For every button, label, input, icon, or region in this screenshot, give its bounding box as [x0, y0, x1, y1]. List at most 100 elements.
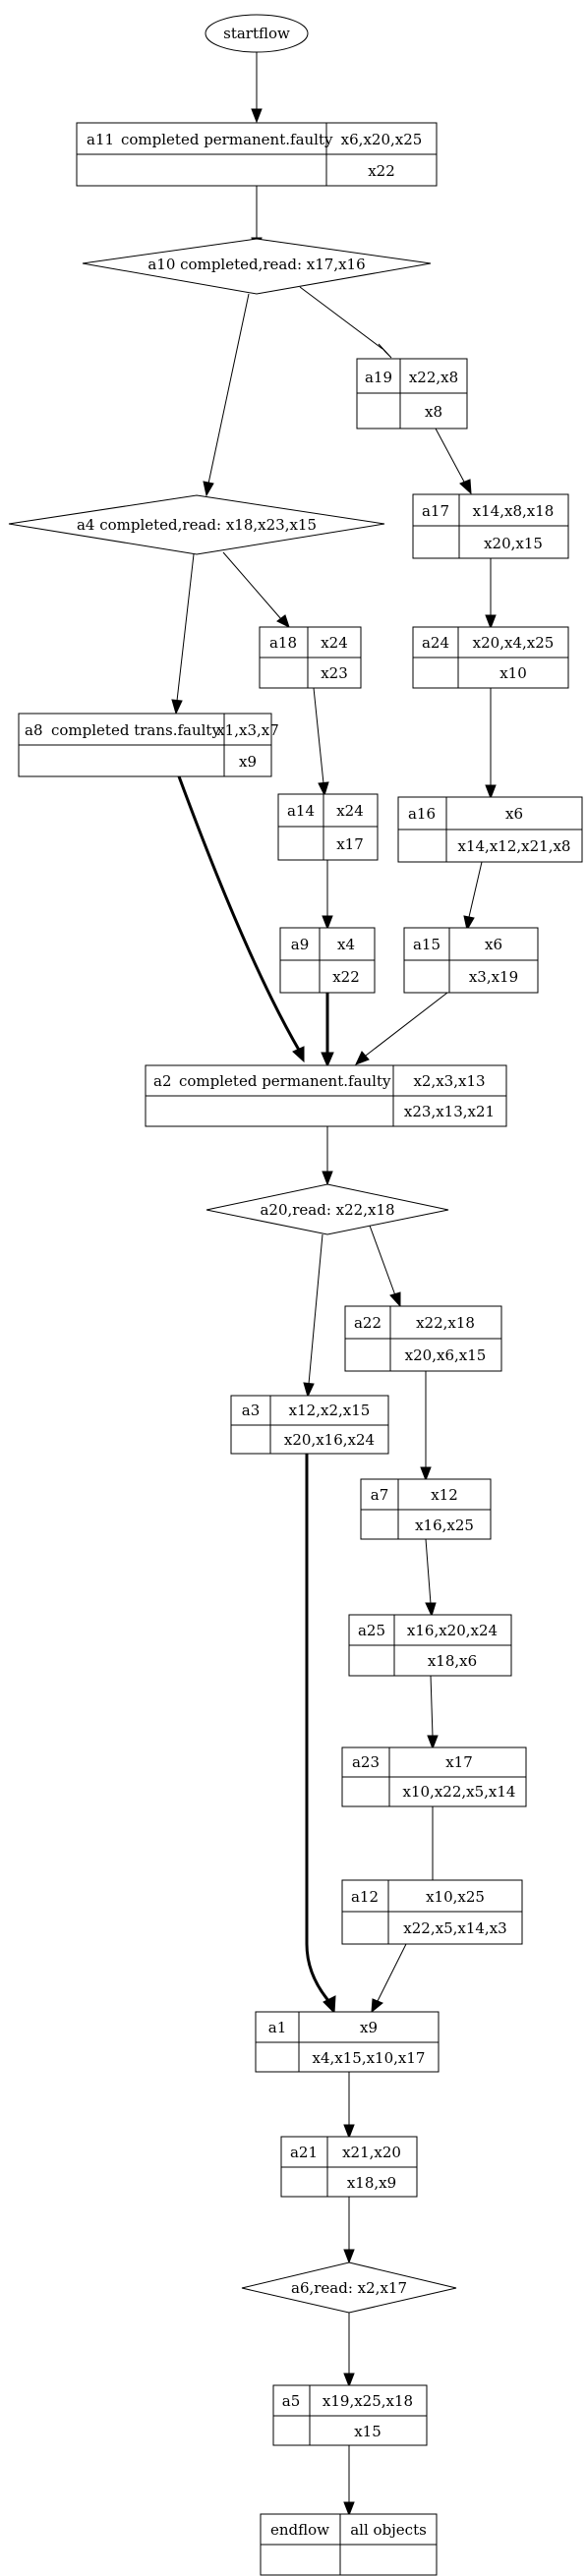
a18-id: a18	[269, 634, 297, 652]
a18-top: x24	[321, 634, 348, 652]
edge-a12-a1	[377, 1943, 407, 2002]
a23-id: a23	[352, 1753, 380, 1771]
node-a23[interactable]: a23 x17 x10,x22,x5,x14	[341, 1746, 527, 1807]
edge-a8-a2	[177, 775, 302, 1053]
arrowhead	[321, 1052, 334, 1068]
node-a15[interactable]: a15 x6 x3,x19	[403, 927, 539, 994]
arrowhead	[276, 614, 290, 628]
node-a7[interactable]: a7 x12 x16,x25	[360, 1478, 492, 1540]
a15-bottom: x3,x19	[469, 968, 518, 986]
a10-label: a10 completed,read: x17,x16	[147, 256, 365, 273]
node-a6[interactable]: a6,read: x2,x17	[241, 2261, 457, 2314]
a15-top: x6	[485, 936, 502, 953]
a2-id: a2	[153, 1072, 172, 1090]
arrowhead	[427, 1735, 439, 1750]
a17-bottom: x20,x15	[484, 535, 543, 552]
a9-top: x4	[337, 936, 355, 953]
a2-bottom: x23,x13,x21	[404, 1103, 495, 1120]
node-a22[interactable]: a22 x22,x18 x20,x6,x15	[344, 1305, 502, 1372]
node-a5[interactable]: a5 x19,x25,x18 x15	[272, 2384, 428, 2446]
a25-id: a25	[358, 1622, 385, 1639]
node-endflow[interactable]: endflow all objects	[260, 2513, 438, 2576]
a1-id: a1	[268, 2019, 287, 2036]
a6-label: a6,read: x2,x17	[291, 2279, 407, 2297]
node-a4[interactable]: a4 completed,read: x18,x23,x15	[8, 494, 385, 555]
a22-id: a22	[354, 1314, 382, 1332]
endflow-top: all objects	[350, 2521, 427, 2539]
edge-a15-a2	[365, 992, 448, 1057]
node-a25[interactable]: a25 x16,x20,x24 x18,x6	[348, 1614, 512, 1677]
a3-id: a3	[242, 1402, 261, 1419]
a24-id: a24	[422, 634, 449, 652]
a17-id: a17	[422, 502, 449, 520]
node-a17[interactable]: a17 x14,x8,x18 x20,x15	[412, 493, 569, 559]
a9-bottom: x22	[332, 968, 360, 986]
a20-diamond	[205, 1183, 449, 1235]
a20-label: a20,read: x22,x18	[260, 1201, 394, 1219]
a25-top: x16,x20,x24	[407, 1622, 498, 1639]
arrowhead	[425, 1602, 437, 1618]
edge-a25-a23	[430, 1675, 434, 1738]
edge-a7-a25	[425, 1538, 432, 1605]
a11-id: a11	[87, 131, 114, 148]
a8-id: a8	[25, 721, 43, 739]
a3-top: x12,x2,x15	[289, 1402, 371, 1419]
a9-id: a9	[291, 936, 310, 953]
arrowhead	[303, 1382, 315, 1399]
a12-bottom: x22,x5,x14,x3	[403, 1919, 506, 1937]
a10-diamond	[82, 238, 432, 295]
node-a24[interactable]: a24 x20,x4,x25 x10	[412, 626, 569, 689]
node-a21[interactable]: a21 x21,x20 x18,x9	[280, 2136, 418, 2198]
edge-a3-a1	[305, 1454, 332, 2004]
a16-top: x6	[505, 805, 523, 823]
a19-id: a19	[365, 369, 392, 386]
a2-name: completed permanent.faulty	[179, 1072, 391, 1090]
a7-top: x12	[431, 1486, 458, 1504]
node-a2[interactable]: a2 completed permanent.faulty x2,x3,x13 …	[145, 1064, 507, 1127]
arrowhead	[322, 915, 333, 931]
arrowhead	[343, 2124, 355, 2140]
arrowhead	[378, 343, 392, 359]
a17-top: x14,x8,x18	[473, 502, 555, 520]
arrowhead	[322, 1171, 333, 1186]
edge-a10-a19	[299, 286, 383, 350]
node-a11[interactable]: a11 completed permanent.faulty x6,x20,x2…	[76, 122, 438, 187]
node-a20[interactable]: a20,read: x22,x18	[205, 1183, 449, 1235]
edge-a20-a22	[369, 1225, 396, 1296]
node-a10[interactable]: a10 completed,read: x17,x16	[82, 238, 432, 295]
node-a3[interactable]: a3 x12,x2,x15 x20,x16,x24	[230, 1395, 389, 1455]
node-a14[interactable]: a14 x24 x17	[277, 793, 379, 861]
node-a12[interactable]: a12 x10,x25 x22,x5,x14,x3	[341, 1879, 523, 1945]
a8-name: completed trans.faulty	[51, 721, 220, 739]
node-startflow[interactable]: startflow	[205, 14, 309, 53]
a18-bottom: x23	[321, 664, 348, 682]
a19-top: x22,x8	[409, 369, 458, 386]
arrowhead	[292, 1046, 305, 1063]
arrowhead	[343, 2249, 355, 2264]
a24-top: x20,x4,x25	[473, 634, 555, 652]
a21-top: x21,x20	[342, 2144, 401, 2161]
node-a19[interactable]: a19 x22,x8 x8	[356, 358, 468, 429]
a2-top: x2,x3,x13	[413, 1072, 485, 1090]
node-a8[interactable]: a8 completed trans.faulty x1,x3,x7 x9	[18, 713, 279, 777]
a23-top: x17	[445, 1753, 473, 1771]
arrowhead	[251, 108, 263, 124]
arrowhead	[485, 784, 497, 800]
a8-bottom: x9	[239, 753, 257, 771]
a5-id: a5	[282, 2392, 301, 2410]
arrowhead	[463, 915, 475, 932]
edge-a16-a15	[468, 861, 483, 918]
a14-bottom: x17	[336, 835, 364, 853]
a16-bottom: x14,x12,x21,x8	[458, 837, 571, 855]
node-a18[interactable]: a18 x24 x23	[259, 626, 362, 689]
a15-id: a15	[413, 936, 440, 953]
arrowhead	[318, 781, 329, 797]
node-a16[interactable]: a16 x6 x14,x12,x21,x8	[397, 796, 583, 863]
edge-a18-a14	[313, 687, 324, 784]
node-a9[interactable]: a9 x4 x22	[279, 927, 376, 994]
a23-bottom: x10,x22,x5,x14	[403, 1783, 516, 1801]
node-a1[interactable]: a1 x9 x4,x15,x10,x17	[255, 2011, 440, 2073]
a3-bottom: x20,x16,x24	[284, 1431, 375, 1449]
arrowhead	[323, 1995, 336, 2015]
